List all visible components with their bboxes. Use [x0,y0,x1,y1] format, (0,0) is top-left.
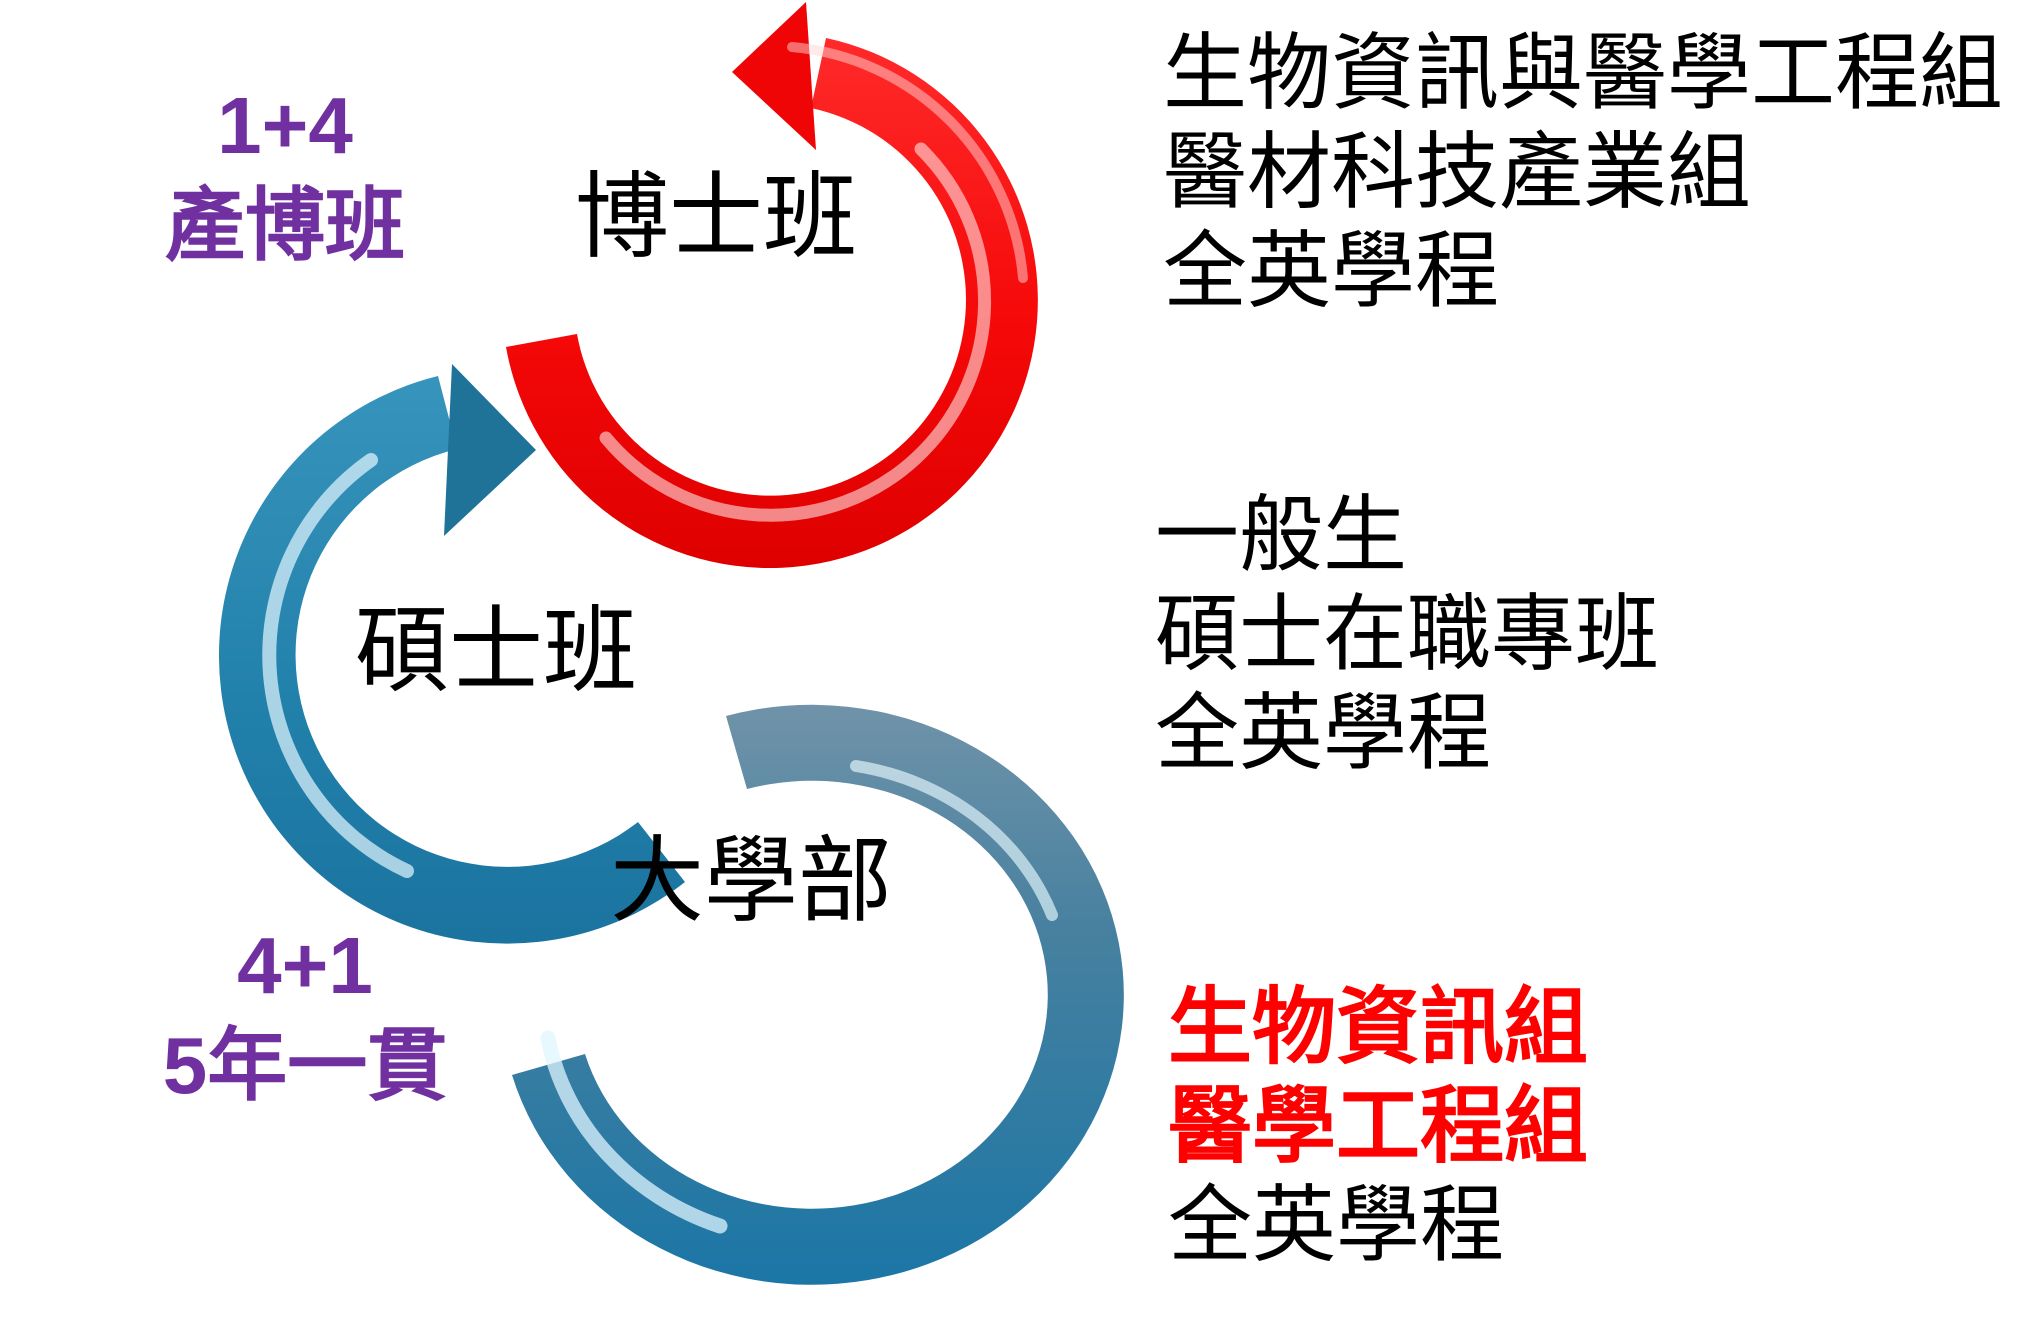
master-arrowhead-icon [444,364,536,536]
undergraduate-program-line: 醫學工程組 [1168,1079,1589,1173]
doctoral-note-line1: 1+4 [217,81,353,170]
doctoral-program-line: 生物資訊與醫學工程組 [1163,26,2004,120]
doctoral-label: 博士班 [575,166,858,270]
master-note-line1: 4+1 [237,921,373,1010]
doctoral-arrowhead-icon [732,2,816,150]
doctoral-program-line: 醫材科技產業組 [1163,125,1752,219]
doctoral-programs: 生物資訊與醫學工程組 醫材科技產業組 全英學程 [1163,24,2003,321]
doctoral-arrow-band [506,38,1038,569]
master-program-line: 全英學程 [1155,686,1492,780]
undergraduate-program-line: 生物資訊組 [1168,980,1589,1074]
undergraduate-label: 大學部 [610,830,893,934]
master-program-line: 碩士在職專班 [1155,587,1660,681]
undergraduate-ring [512,704,1124,1285]
doctoral-note-line2: 產博班 [165,181,405,270]
undergraduate-ring-highlight [540,1030,728,1234]
master-arrow-highlight [262,453,414,878]
master-circular-arrow [218,364,686,944]
doctoral-note: 1+4 產博班 [110,76,460,276]
undergraduate-programs: 生物資訊組 醫學工程組 全英學程 [1168,978,1588,1275]
undergraduate-program-line: 全英學程 [1168,1178,1505,1272]
master-programs: 一般生 碩士在職專班 全英學程 [1155,486,1659,783]
master-arrow-band [218,376,686,944]
doctoral-circular-arrow [506,2,1038,569]
doctoral-program-line: 全英學程 [1163,224,1500,318]
master-note: 4+1 5年一貫 [130,916,480,1116]
master-label: 碩士班 [355,600,638,704]
doctoral-arrow-highlight [599,142,992,522]
master-note-line2: 5年一貫 [162,1021,448,1110]
doctoral-arrow-highlight [787,42,1028,283]
undergraduate-ring-band [512,704,1124,1285]
undergraduate-ring-highlight [850,760,1058,921]
master-program-line: 一般生 [1155,488,1408,582]
